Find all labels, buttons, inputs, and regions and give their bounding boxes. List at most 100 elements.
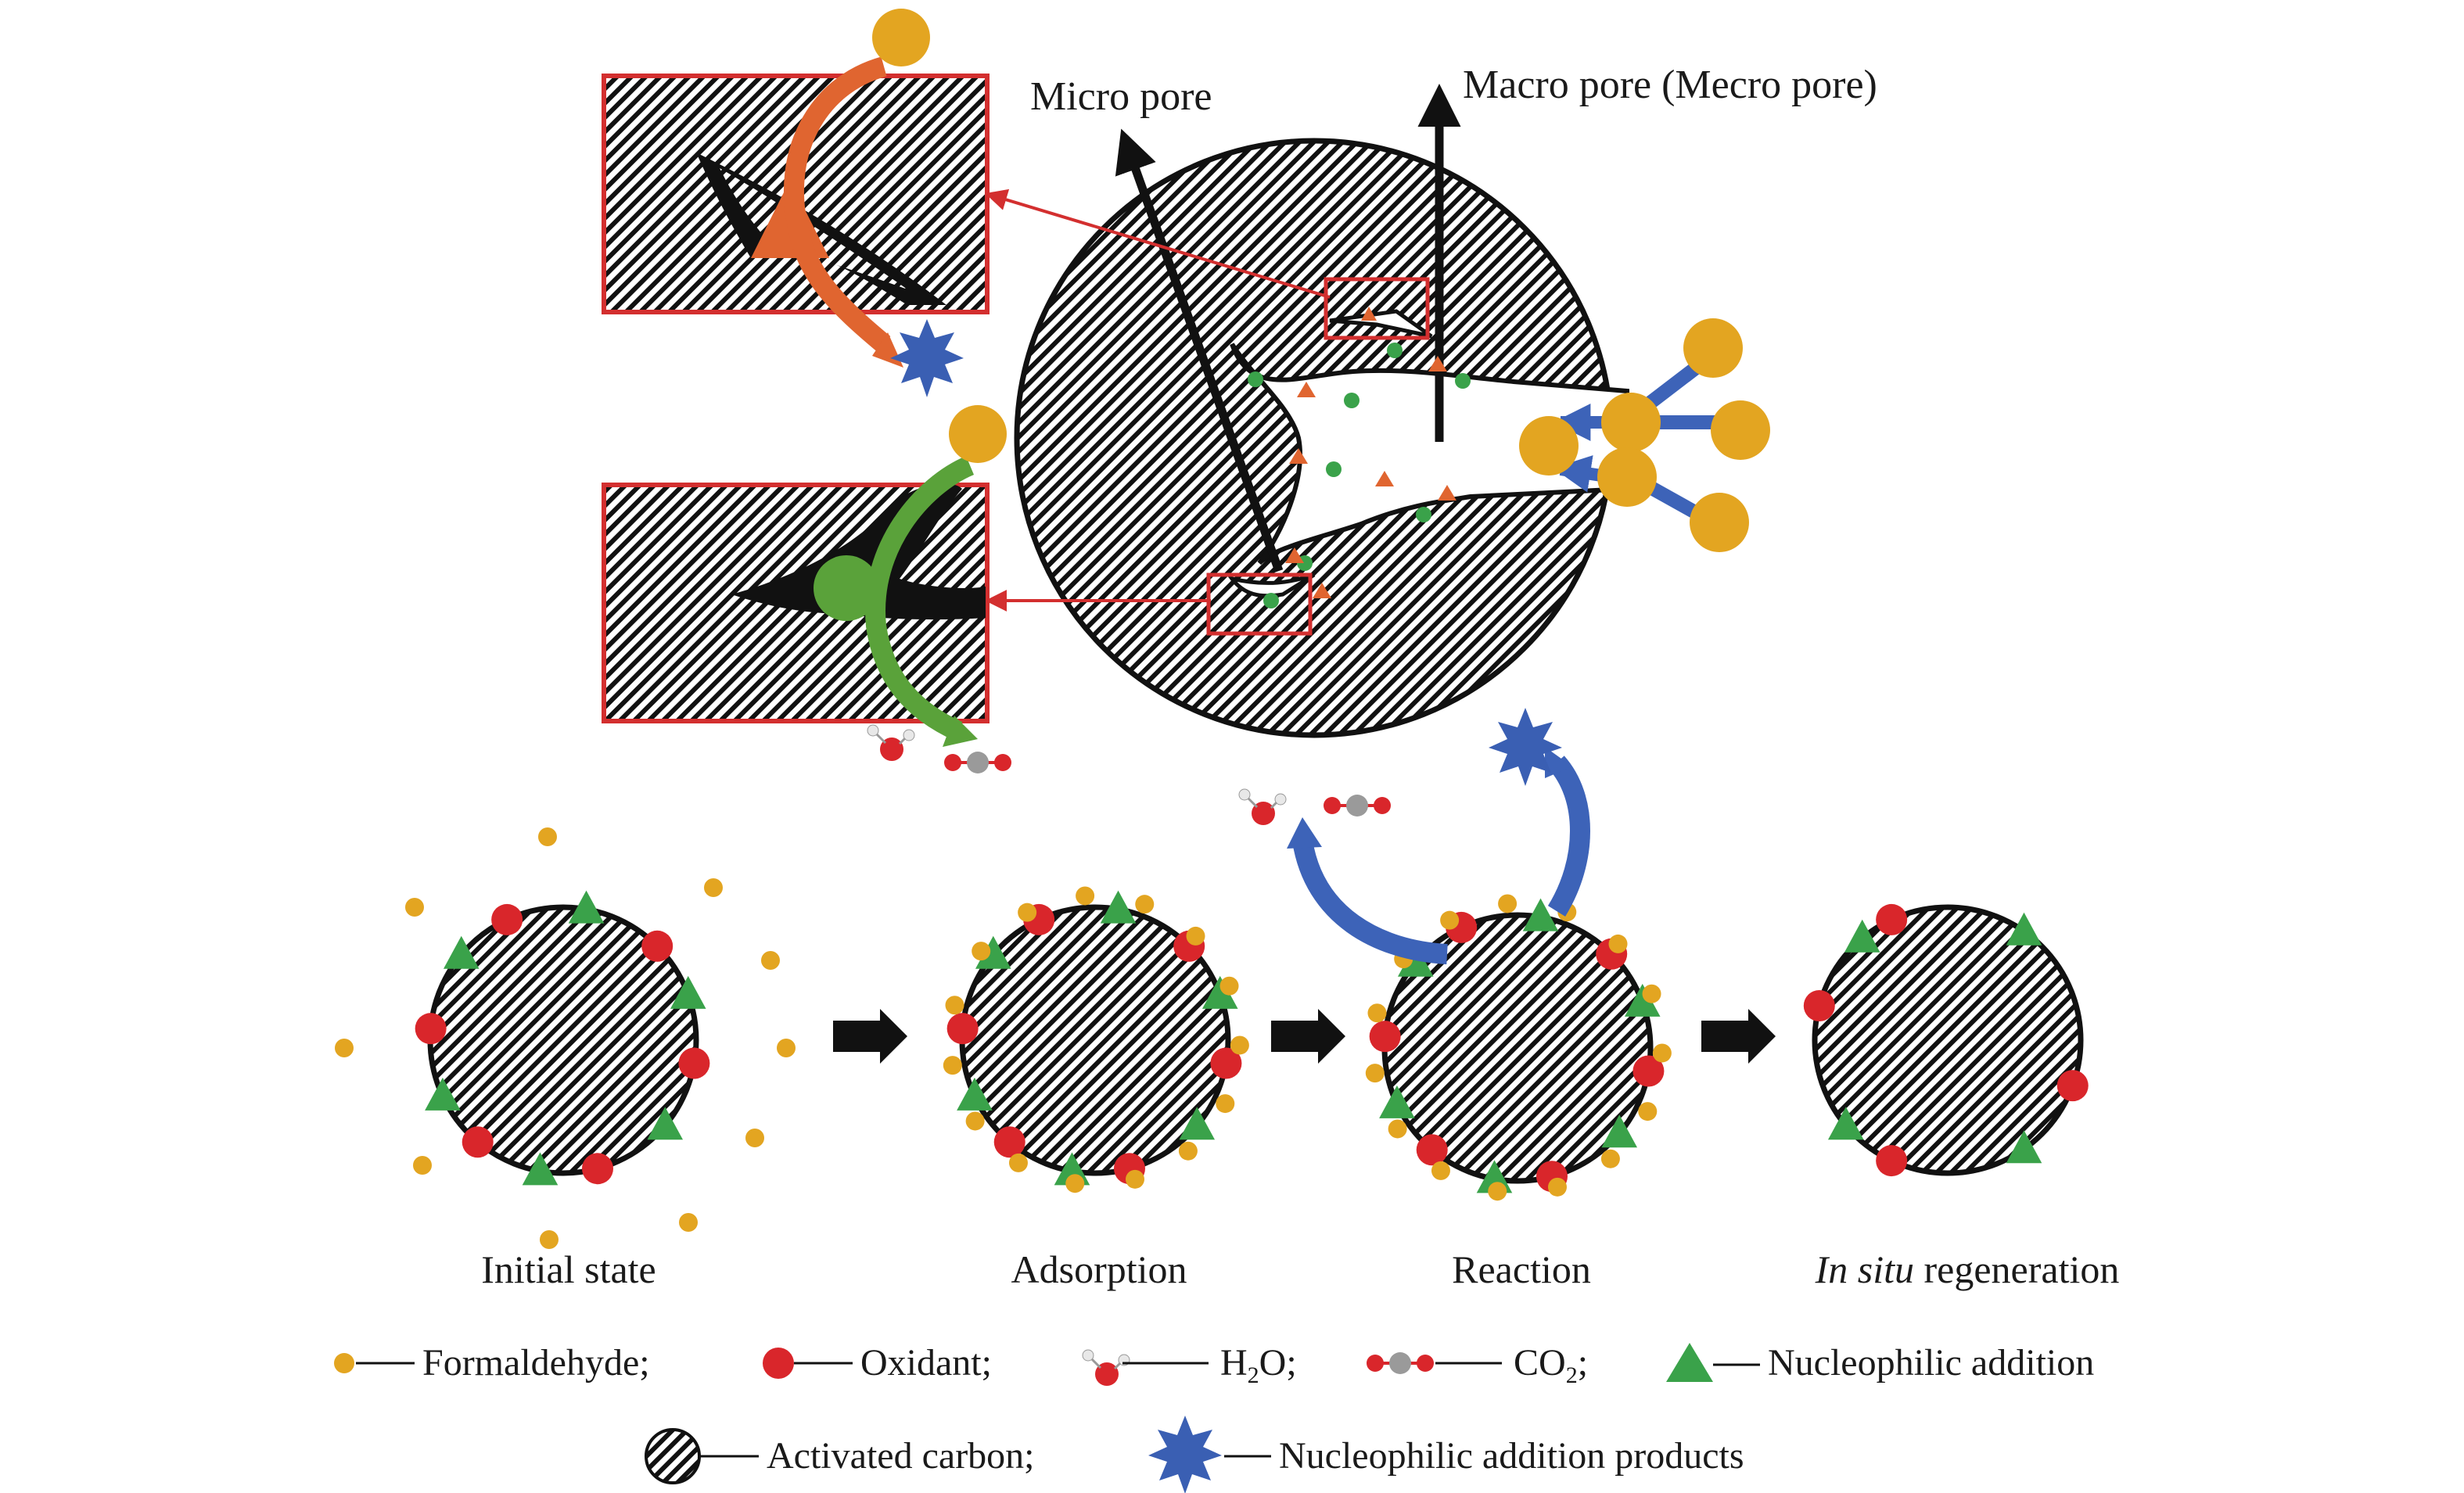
star-burst-icon [890, 319, 964, 397]
legend-co2-label: CO2; [1514, 1342, 1588, 1388]
nucleophilic-site [975, 935, 1011, 969]
formaldehyde-adsorbed [1652, 1043, 1672, 1063]
nucleophilic-site [1827, 1107, 1864, 1140]
legend-products: Nucleophilic addition products [1148, 1416, 1744, 1493]
formaldehyde-adsorbed [1367, 1003, 1387, 1023]
stage-label-reaction: Reaction [1452, 1247, 1591, 1291]
star-burst-icon [1489, 708, 1562, 786]
legend-co2: CO2; [1365, 1342, 1588, 1388]
oxidant-site-zoom [814, 555, 879, 621]
nucleophilic-site [568, 890, 605, 924]
micro-pore-label: Micro pore [1030, 74, 1212, 119]
oxidant-site [462, 1126, 494, 1158]
formaldehyde-adsorbed [1440, 910, 1460, 930]
co2-molecule [943, 750, 1013, 775]
nucleophilic-site [522, 1152, 559, 1186]
legend: Formaldehyde; Oxidant; H2O; CO2; Nucleop… [334, 1342, 2094, 1493]
formaldehyde-free [777, 1039, 796, 1057]
stage-regeneration [1812, 904, 2084, 1176]
legend-activated-carbon-label: Activated carbon; [767, 1435, 1035, 1477]
orange-reaction-arrow [783, 56, 891, 352]
right-arrow-icon [1271, 1009, 1345, 1064]
oxidant-site [491, 903, 523, 935]
stage-label-regeneration: In situ regeneration [1815, 1247, 2120, 1291]
formaldehyde-adsorbed [1600, 1149, 1620, 1168]
oxidant-site [1876, 903, 1908, 935]
nucleophilic-addition-icon [1666, 1343, 1713, 1382]
formaldehyde-adsorbed [1365, 1064, 1385, 1083]
formaldehyde-adsorbed [1230, 1035, 1249, 1055]
legend-nucleophilic: Nucleophilic addition [1666, 1342, 2094, 1384]
formaldehyde-adsorbed [1219, 976, 1239, 996]
nucleophilic-site [1179, 1107, 1216, 1140]
green-reaction-arrow [865, 456, 975, 741]
formaldehyde-adsorbed [1018, 903, 1037, 922]
nucleophilic-site [957, 1077, 993, 1111]
legend-formaldehyde: Formaldehyde; [334, 1342, 650, 1384]
formaldehyde-adsorbed [1135, 895, 1155, 914]
formaldehyde-free [745, 1129, 764, 1147]
oxidant-site [678, 1047, 710, 1079]
oxidant-site [2056, 1070, 2089, 1102]
stage-label-initial: Initial state [481, 1247, 656, 1291]
nucleophilic-site [670, 975, 706, 1009]
oxidant-site [1210, 1047, 1242, 1079]
formaldehyde-adsorbed [965, 1111, 985, 1131]
formaldehyde-adsorbed [1008, 1153, 1028, 1172]
regeneration-italic: In situ [1815, 1247, 1914, 1291]
nucleophilic-site [1601, 1114, 1638, 1148]
micro-pore-arrow [1115, 128, 1284, 572]
formaldehyde-adsorbed [945, 996, 964, 1015]
formaldehyde-adsorbed [1547, 1177, 1567, 1197]
nucleophilic-site [1844, 919, 1880, 953]
formaldehyde-adsorbed [1431, 1161, 1450, 1180]
oxidant-site [1876, 1145, 1908, 1177]
nucleophilic-site [1624, 983, 1661, 1017]
porous-particle [985, 84, 1629, 738]
formaldehyde-adsorbed [943, 1056, 962, 1075]
activated-carbon-icon [645, 1428, 701, 1484]
nucleophilic-site [2006, 912, 2042, 946]
zoom-frame-lower [1206, 572, 1313, 636]
right-arrow-icon [1701, 1009, 1776, 1064]
co2-icon [1365, 1351, 1435, 1376]
oxidant-site [641, 930, 673, 962]
oxidant-site [415, 1013, 447, 1045]
formaldehyde-free [413, 1156, 432, 1175]
oxidant-site [1416, 1134, 1448, 1166]
legend-nucleophilic-label: Nucleophilic addition [1768, 1342, 2094, 1384]
formaldehyde-free [405, 898, 424, 917]
formaldehyde-adsorbed [1638, 1102, 1658, 1122]
nucleophilic-site [1100, 890, 1137, 924]
zoom-frame-upper [1324, 277, 1430, 340]
nucleophilic-site [425, 1077, 461, 1111]
legend-products-label: Nucleophilic addition products [1279, 1435, 1744, 1477]
macro-pore-label: Macro pore (Mecro pore) [1463, 63, 1877, 107]
legend-h2o-label: H2O; [1220, 1342, 1297, 1388]
formaldehyde-molecule [872, 9, 930, 66]
formaldehyde-adsorbed [1608, 934, 1628, 953]
formaldehyde-molecule [949, 405, 1007, 463]
formaldehyde-free [761, 951, 780, 970]
star-burst-icon [1148, 1416, 1222, 1493]
regeneration-rest: regeneration [1914, 1247, 2119, 1291]
formaldehyde-icon [334, 1353, 354, 1373]
formaldehyde-adsorbed [1498, 894, 1518, 913]
oxidant-icon [763, 1348, 794, 1379]
lower-fissure [1227, 572, 1316, 598]
pore-channel [1230, 343, 1629, 565]
oxidant-site [1369, 1021, 1401, 1053]
legend-h2o: H2O; [1081, 1342, 1297, 1388]
zoom-panel-upper [602, 9, 990, 397]
formaldehyde-adsorbed [1186, 926, 1205, 946]
nucleophilic-site [2006, 1130, 2042, 1164]
legend-oxidant: Oxidant; [763, 1342, 992, 1384]
formaldehyde-free [679, 1213, 698, 1232]
formaldehyde-free [540, 1230, 559, 1249]
oxidant-site [1803, 990, 1835, 1022]
oxidant-site [581, 1153, 613, 1185]
nucleophilic-site [443, 935, 480, 969]
legend-oxidant-label: Oxidant; [860, 1342, 992, 1384]
